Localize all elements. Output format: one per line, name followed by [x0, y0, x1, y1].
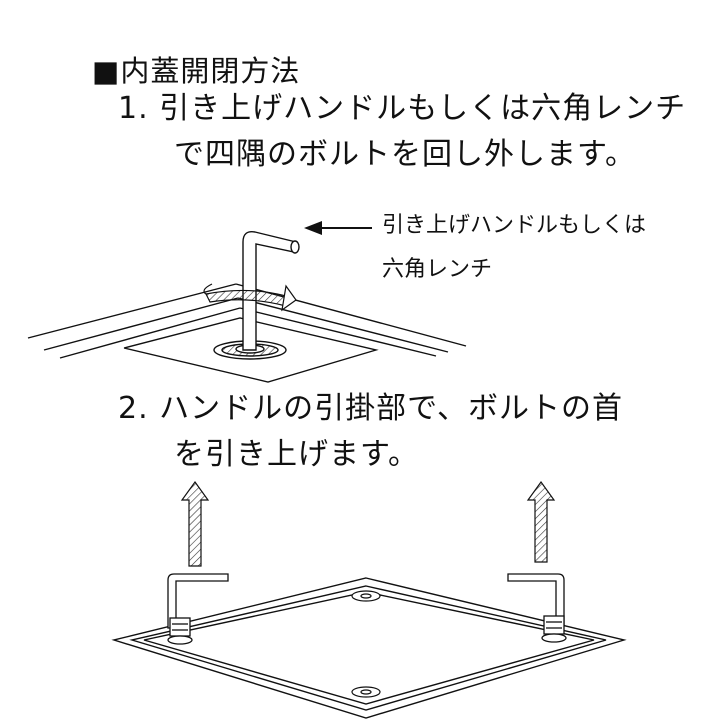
- lifting-handle-icon: [507, 573, 567, 643]
- callout-line-2: 六角レンチ: [382, 257, 493, 282]
- lift-arrow-icon: [526, 480, 556, 563]
- step-1-text-2: で四隅のボルトを回し外します。: [174, 137, 636, 172]
- rotation-arrow-icon: [203, 283, 297, 312]
- step-1-text-1: 引き上げハンドルもしくは六角レンチ: [159, 91, 687, 126]
- step-2-line-1: 2. ハンドルの引掛部で、ボルトの首: [118, 386, 623, 432]
- wrench-turning-diagram: [27, 221, 467, 383]
- step-2-number: 2.: [118, 391, 149, 426]
- step-1: 1. 引き上げハンドルもしくは六角レンチ で四隅のボルトを回し外します。: [118, 86, 686, 178]
- page-title: ■内蓋開閉方法: [92, 54, 301, 88]
- step-1-line-1: 1. 引き上げハンドルもしくは六角レンチ: [118, 86, 686, 132]
- lid-lifting-diagram: [111, 480, 627, 719]
- step-1-number: 1.: [118, 91, 149, 126]
- lifting-handle-icon: [167, 573, 229, 645]
- wrench-callout: 引き上げハンドルもしくは 六角レンチ: [382, 204, 646, 292]
- inner-lid-icon: [111, 577, 627, 719]
- frame-corner: [27, 283, 467, 383]
- step-2-text-2: を引き上げます。: [174, 437, 419, 472]
- lift-arrow-icon: [180, 480, 210, 567]
- step-2: 2. ハンドルの引掛部で、ボルトの首 を引き上げます。: [118, 386, 623, 478]
- callout-leader-arrow: [304, 221, 372, 235]
- bolt-icon: [351, 590, 381, 698]
- callout-line-1: 引き上げハンドルもしくは: [382, 213, 647, 238]
- step-2-text-1: ハンドルの引掛部で、ボルトの首: [159, 391, 623, 426]
